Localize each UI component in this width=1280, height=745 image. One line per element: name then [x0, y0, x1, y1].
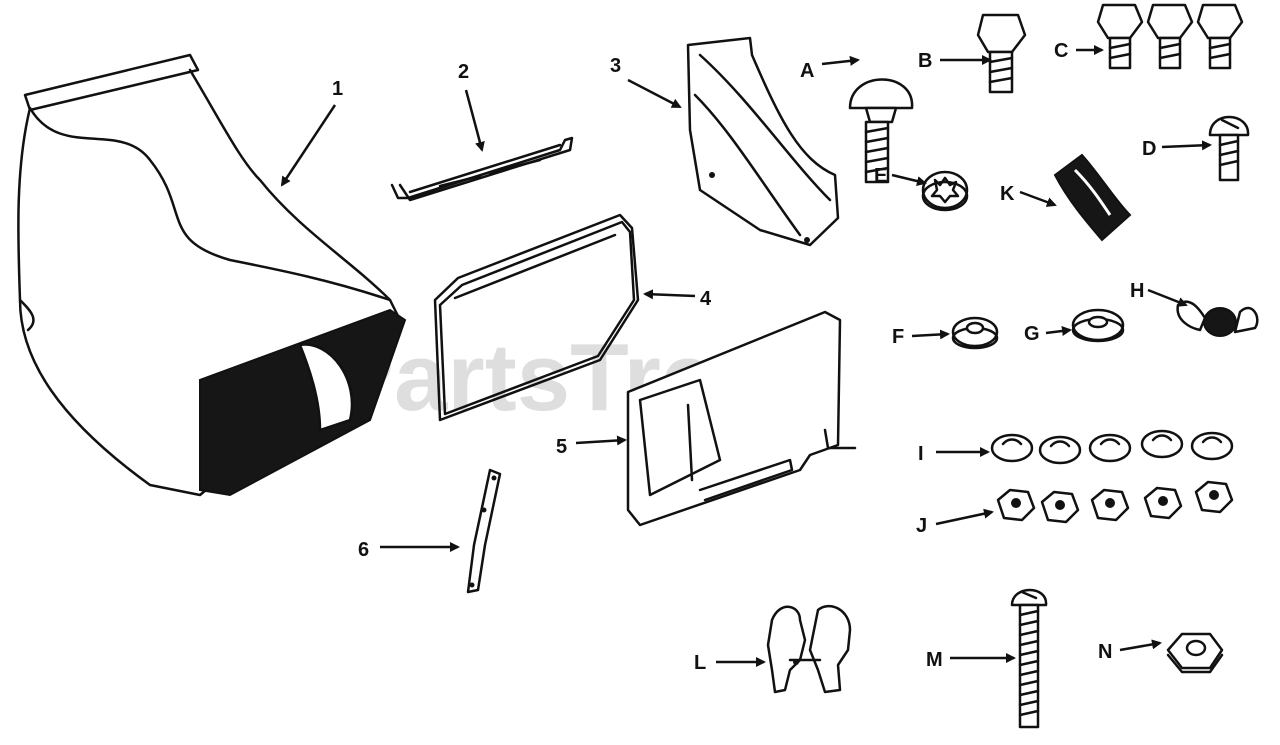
leader-n: [1119, 639, 1162, 652]
part-b-hex-bolt[interactable]: [976, 13, 1027, 94]
leader-3: [627, 78, 682, 109]
leader-5: [575, 435, 627, 446]
callout-g: G: [1024, 323, 1040, 345]
callout-2: 2: [458, 61, 469, 83]
leader-d: [1161, 140, 1212, 151]
part-l-clamp[interactable]: [766, 604, 852, 694]
part-1-grass-bag[interactable]: [17, 53, 407, 497]
callout-i: I: [918, 443, 924, 465]
leader-f: [911, 329, 950, 340]
callout-k: K: [1000, 183, 1015, 205]
callout-h: H: [1130, 280, 1144, 302]
part-2-wire-spring[interactable]: [390, 136, 574, 202]
callout-5: 5: [556, 436, 567, 458]
part-g-flat-washer[interactable]: [1071, 308, 1125, 343]
callout-a: A: [800, 60, 814, 82]
callout-c: C: [1054, 40, 1068, 62]
callout-b: B: [918, 50, 932, 72]
callout-3: 3: [610, 55, 621, 77]
part-3-deflector[interactable]: [686, 36, 840, 247]
part-5-bag-frame[interactable]: [626, 310, 857, 527]
part-a-carriage-bolt[interactable]: [848, 78, 914, 184]
callout-e: E: [874, 165, 887, 187]
part-h-wing-nut[interactable]: [1176, 300, 1259, 337]
part-j-hex-nuts[interactable]: [996, 480, 1234, 524]
part-f-flat-washer[interactable]: [951, 316, 999, 350]
callout-j: J: [916, 515, 927, 537]
part-d-screw[interactable]: [1208, 115, 1250, 182]
part-n-hex-nut[interactable]: [1166, 632, 1224, 674]
leader-2: [464, 89, 485, 152]
part-i-lock-washers[interactable]: [990, 429, 1234, 465]
leader-h: [1147, 288, 1188, 307]
leader-k: [1019, 190, 1057, 207]
part-k-bumper[interactable]: [1053, 153, 1132, 242]
leader-g: [1045, 326, 1072, 336]
leader-1: [280, 104, 337, 187]
part-4-wire-frame[interactable]: [433, 213, 640, 422]
callout-d: D: [1142, 138, 1156, 160]
callout-f: F: [892, 326, 904, 348]
leader-j: [935, 508, 994, 526]
leader-e: [891, 173, 927, 186]
callout-n: N: [1098, 641, 1112, 663]
callout-4: 4: [700, 288, 712, 310]
callout-1: 1: [332, 78, 343, 100]
part-c-hex-bolts[interactable]: [1096, 3, 1244, 70]
leader-a: [821, 55, 860, 66]
callout-l: L: [694, 652, 706, 674]
part-6-link-bar[interactable]: [466, 468, 502, 594]
callout-m: M: [926, 649, 943, 671]
leader-4: [643, 289, 696, 300]
part-e-star-washer[interactable]: [921, 170, 969, 212]
callout-6: 6: [358, 539, 369, 561]
part-m-long-bolt[interactable]: [1010, 588, 1048, 729]
